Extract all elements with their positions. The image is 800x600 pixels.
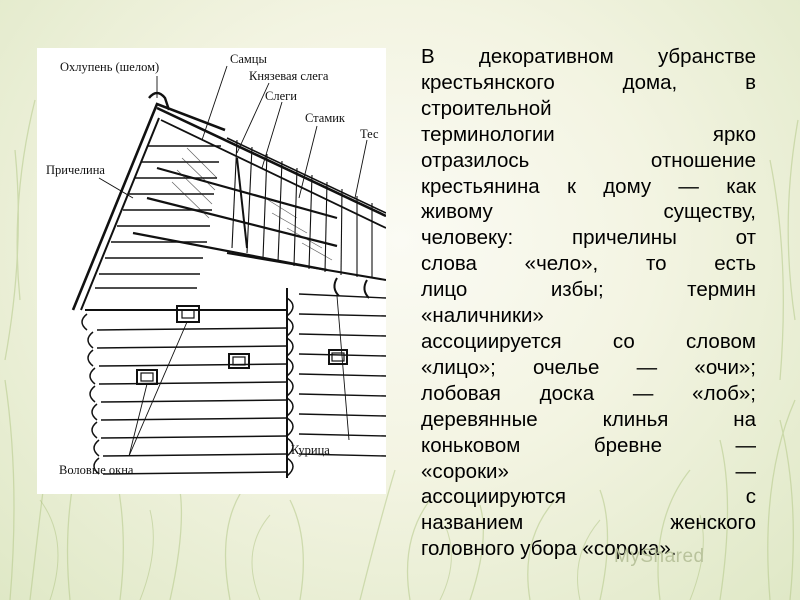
label-okhlupen: Охлупень (шелом) [60,60,160,74]
label-samcy: Самцы [230,52,267,66]
text-line: лобовая доска — «лоб»; [421,381,756,405]
text-line: ассоциируется со словом [421,329,756,353]
text-line: В декоративном убранстве [421,45,756,68]
text-line: слова «чело», то есть [421,252,756,276]
text-line: человеку: причелины от [421,226,756,250]
house-diagram: Охлупень (шелом) Самцы Князевая слега Сл… [37,48,386,494]
text-line: ассоциируются с [421,485,756,509]
text-line: лицо избы; термин [421,278,756,302]
label-tes: Тес [360,127,379,141]
label-slegi: Слеги [265,89,297,103]
label-knyazevaya-slega: Князевая слега [249,69,329,83]
text-line: терминологии ярко [421,122,756,146]
text-line: «наличники» [421,304,544,328]
text-line: «сороки» — [421,459,756,483]
label-prichelina: Причелина [46,163,105,177]
text-line: строительной [421,96,552,120]
text-line: отразилось отношение [421,148,756,172]
label-volokovye-okna: Воловые окна [59,463,134,477]
text-line: живому существу, [421,200,756,224]
log-house-drawing [71,65,386,478]
text-line: крестьянина к дому — как [421,174,756,198]
watermark: MyShared [614,546,705,567]
body-text: В декоративном убранстве крестьянского д… [421,44,756,562]
text-line: коньковом бревне — [421,433,756,457]
text-line: названием женского [421,511,756,535]
text-line: деревянные клинья на [421,407,756,431]
label-kuritsa: Курица [291,443,330,457]
text-line: крестьянского дома, в [421,70,756,94]
text-line: «лицо»; очелье — «очи»; [421,355,756,379]
text-line: головного убора «сорока». [421,537,677,561]
label-stamik: Стамик [305,111,346,125]
